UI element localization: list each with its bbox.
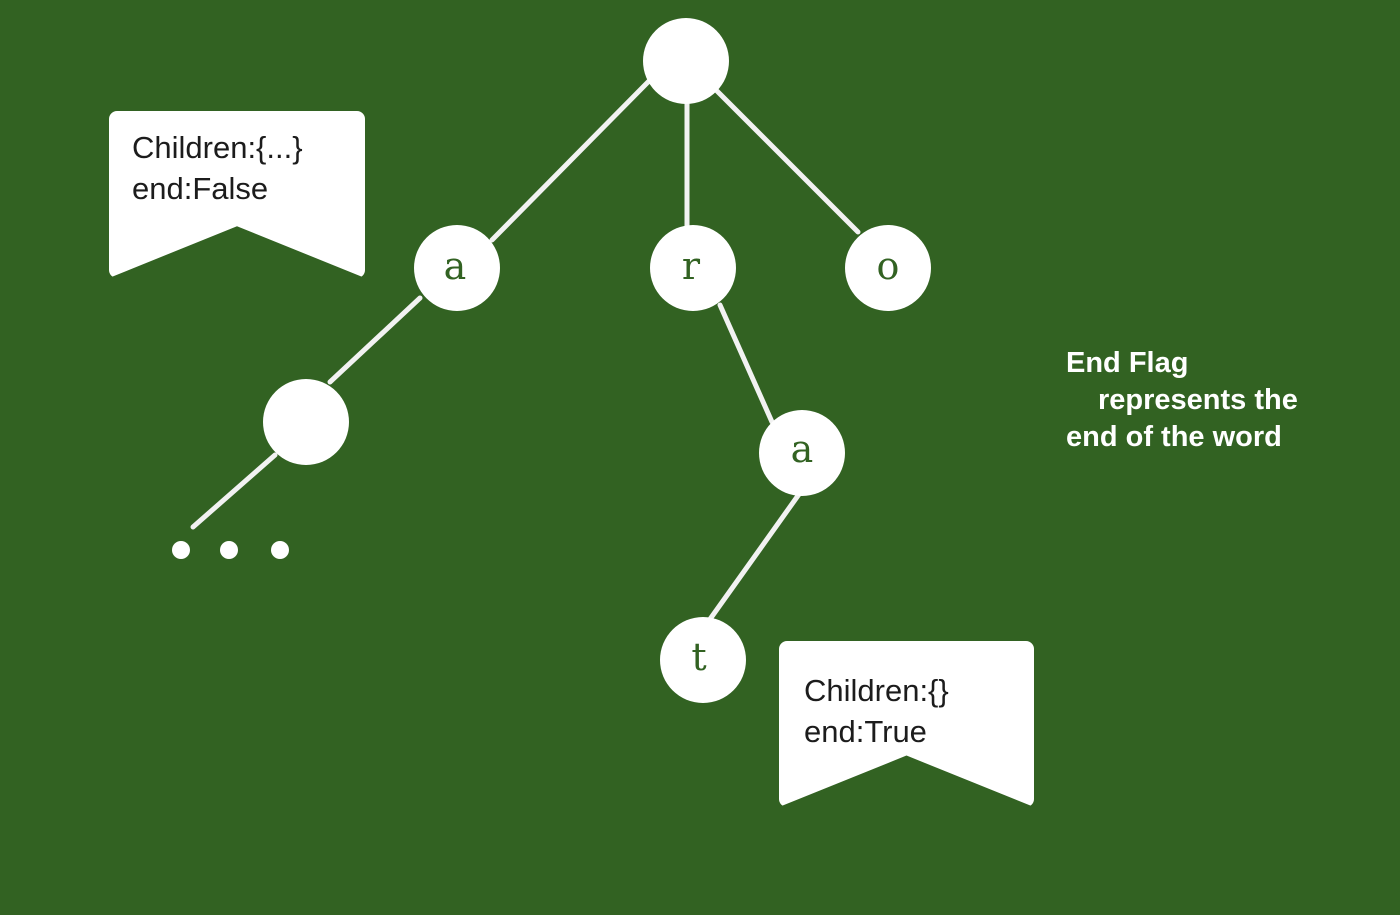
children-label: Children:{}: [804, 673, 949, 708]
edges: [190, 77, 861, 625]
caption-line-3: end of the word: [1066, 421, 1282, 453]
edge-root-a: [489, 77, 653, 243]
end-flag-caption: End Flag represents the end of the word: [1066, 345, 1298, 456]
trie-node-root: [643, 18, 729, 104]
caption-line-2: represents the: [1098, 384, 1298, 416]
end-flag-label: end:True: [804, 714, 927, 749]
ellipsis-dot: [220, 541, 238, 559]
caption-line-1: End Flag: [1066, 347, 1189, 379]
node-label: a: [791, 427, 814, 471]
edge-r-a: [717, 302, 775, 425]
root-node-info-flag: Children:{...} end:False: [109, 111, 365, 278]
ellipsis-dots: [172, 541, 289, 559]
trie-node-ra: a: [759, 410, 845, 496]
ellipsis-dot: [172, 541, 190, 559]
edge-root-o: [713, 87, 861, 235]
trie-node-rat: t: [660, 617, 746, 703]
node-label: r: [682, 244, 701, 288]
node-label: a: [444, 244, 467, 288]
children-label: Children:{...}: [132, 130, 303, 165]
node-label: t: [691, 635, 706, 679]
trie-node-r: r: [650, 225, 736, 311]
node-label: o: [877, 244, 900, 288]
ellipsis-dot: [271, 541, 289, 559]
trie-node-a: a: [414, 225, 500, 311]
trie-node-a-child: [263, 379, 349, 465]
end-flag-label: end:False: [132, 171, 269, 206]
trie-node-o: o: [845, 225, 931, 311]
edge-a-t: [705, 487, 805, 625]
edge-child-ellipsis: [190, 452, 278, 530]
edge-a-child: [327, 295, 423, 385]
